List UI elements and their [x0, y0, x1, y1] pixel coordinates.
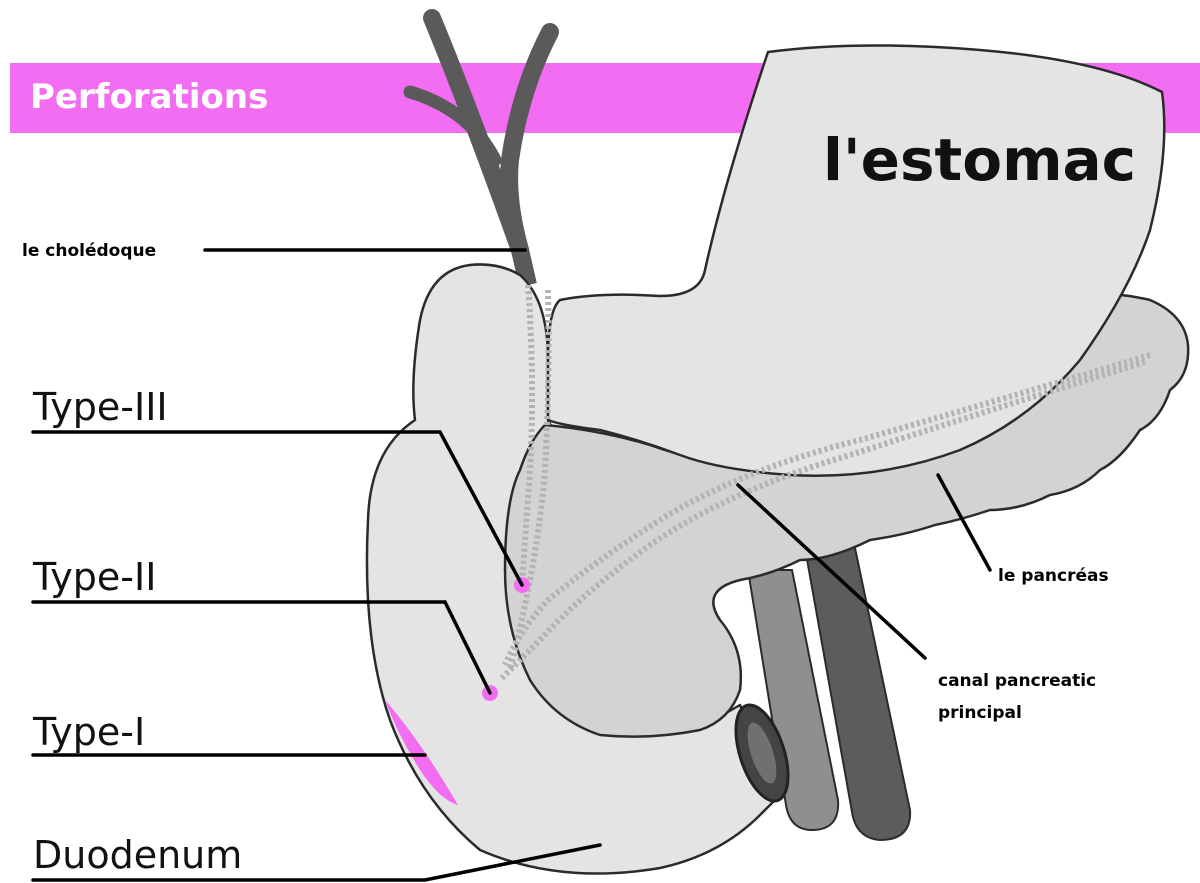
stomach-label: l'estomac: [823, 126, 1136, 194]
duodenum-label: Duodenum: [33, 833, 242, 877]
banner-title: Perforations: [30, 77, 268, 117]
bile-duct-branches: [410, 18, 550, 285]
bile-duct-label: le cholédoque: [22, 241, 156, 261]
pancreatic-duct-label-line2: principal: [938, 703, 1022, 723]
pancreatic-duct-label: canal pancreatic: [938, 671, 1096, 691]
pancreas-label: le pancréas: [998, 566, 1109, 586]
type1-label: Type-I: [32, 710, 145, 754]
type2-label: Type-II: [32, 555, 156, 599]
type3-label: Type-III: [32, 385, 168, 429]
